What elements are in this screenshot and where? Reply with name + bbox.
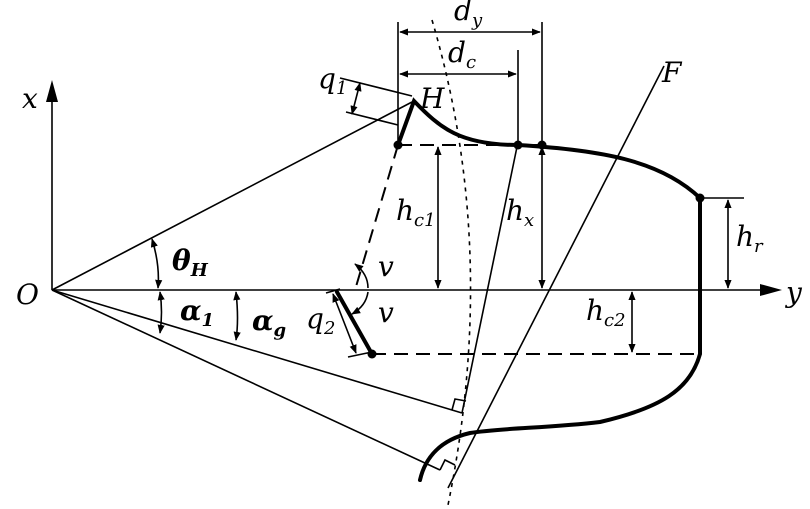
point-H-label: H [419, 82, 445, 115]
hc1-label: hc1 [396, 194, 436, 231]
alpha1-angle-arc [157, 291, 165, 334]
ray-alpha-g [51, 289, 463, 414]
thetaH-label: θH [172, 244, 209, 281]
v-upper-label: v [378, 250, 394, 283]
alphag-angle-arc [233, 291, 241, 341]
x-axis-label: x [22, 82, 38, 115]
x-axis-arrowhead [46, 80, 58, 102]
ray-to-H [51, 101, 413, 291]
v-lower-label: v [378, 296, 394, 329]
ray-alpha-1 [51, 289, 441, 471]
dotted-arc [431, 19, 472, 506]
q2-extension-bottom [347, 351, 373, 358]
q2-extension-top [325, 288, 341, 294]
right-angle-mark-upper [451, 398, 467, 411]
right-angle-mark-lower [439, 458, 456, 471]
dy-label: dy [454, 0, 483, 31]
q1-dimension-line [350, 82, 362, 115]
y-axis-label: y [784, 276, 803, 309]
line-F [447, 65, 665, 489]
hr-label: hr [736, 220, 764, 257]
dc-label: dc [448, 36, 476, 73]
v-upper-arc [354, 263, 369, 289]
origin-label: O [16, 278, 39, 311]
v-lower-arc [351, 291, 369, 315]
point-lower [367, 349, 377, 359]
lower-tip-segment [335, 290, 374, 356]
normal-line-upper [461, 141, 519, 414]
q2-label: q2 [306, 302, 335, 339]
q2-dimension-line [332, 293, 357, 354]
hc2-label: hc2 [586, 294, 626, 331]
alpha1-label: α1 [180, 294, 214, 331]
q1-label: q1 [318, 62, 347, 99]
line-F-label: F [661, 56, 683, 89]
alphag-label: αg [252, 304, 286, 341]
y-axis-arrowhead [760, 284, 782, 296]
thetaH-angle-arc [150, 238, 163, 289]
dashed-line-slanted [354, 144, 399, 291]
hx-label: hx [506, 194, 534, 231]
blade-profile-outline [396, 97, 702, 482]
q1-extension-top [339, 77, 413, 97]
